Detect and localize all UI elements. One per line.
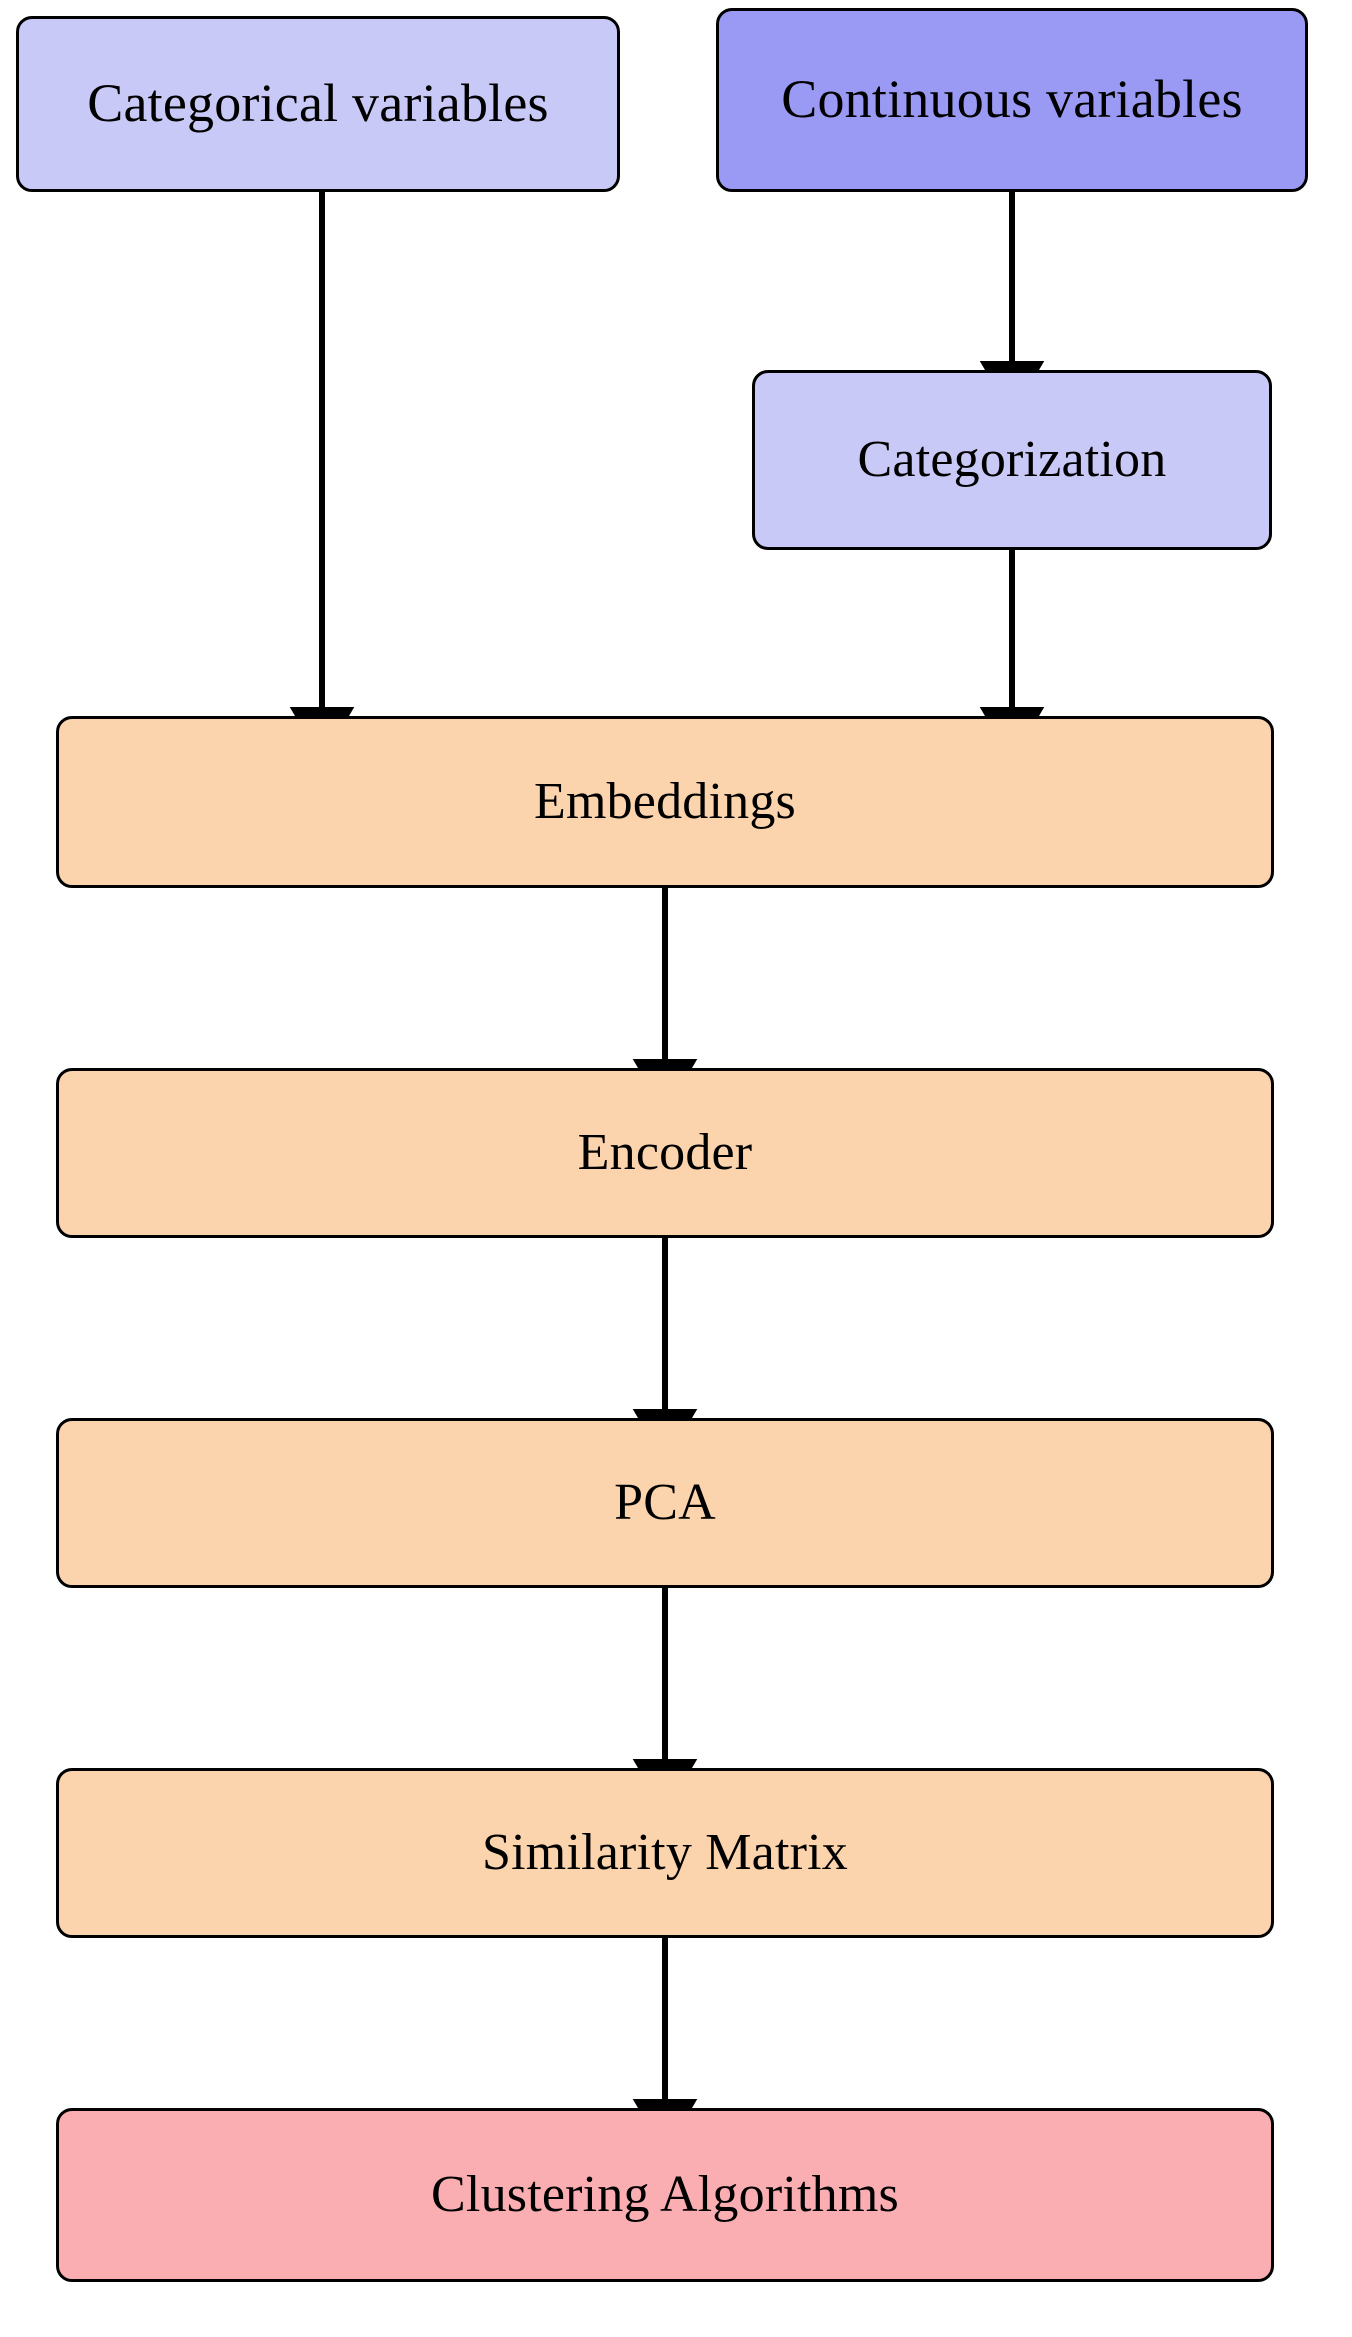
- node-label-encoder: Encoder: [577, 1124, 753, 1182]
- node-label-categorical-variables: Categorical variables: [87, 73, 549, 134]
- node-clustering-algorithms[interactable]: Clustering Algorithms: [56, 2108, 1274, 2282]
- node-encoder[interactable]: Encoder: [56, 1068, 1274, 1238]
- node-label-clustering-algorithms: Clustering Algorithms: [431, 2166, 899, 2224]
- node-label-embeddings: Embeddings: [534, 773, 796, 831]
- node-label-categorization: Categorization: [857, 431, 1167, 489]
- node-label-similarity-matrix: Similarity Matrix: [482, 1824, 848, 1882]
- node-similarity-matrix[interactable]: Similarity Matrix: [56, 1768, 1274, 1938]
- node-label-continuous-variables: Continuous variables: [781, 69, 1243, 130]
- node-label-pca: PCA: [614, 1474, 716, 1532]
- node-embeddings[interactable]: Embeddings: [56, 716, 1274, 888]
- node-categorical-variables[interactable]: Categorical variables: [16, 16, 620, 192]
- node-continuous-variables[interactable]: Continuous variables: [716, 8, 1308, 192]
- node-categorization[interactable]: Categorization: [752, 370, 1272, 550]
- node-pca[interactable]: PCA: [56, 1418, 1274, 1588]
